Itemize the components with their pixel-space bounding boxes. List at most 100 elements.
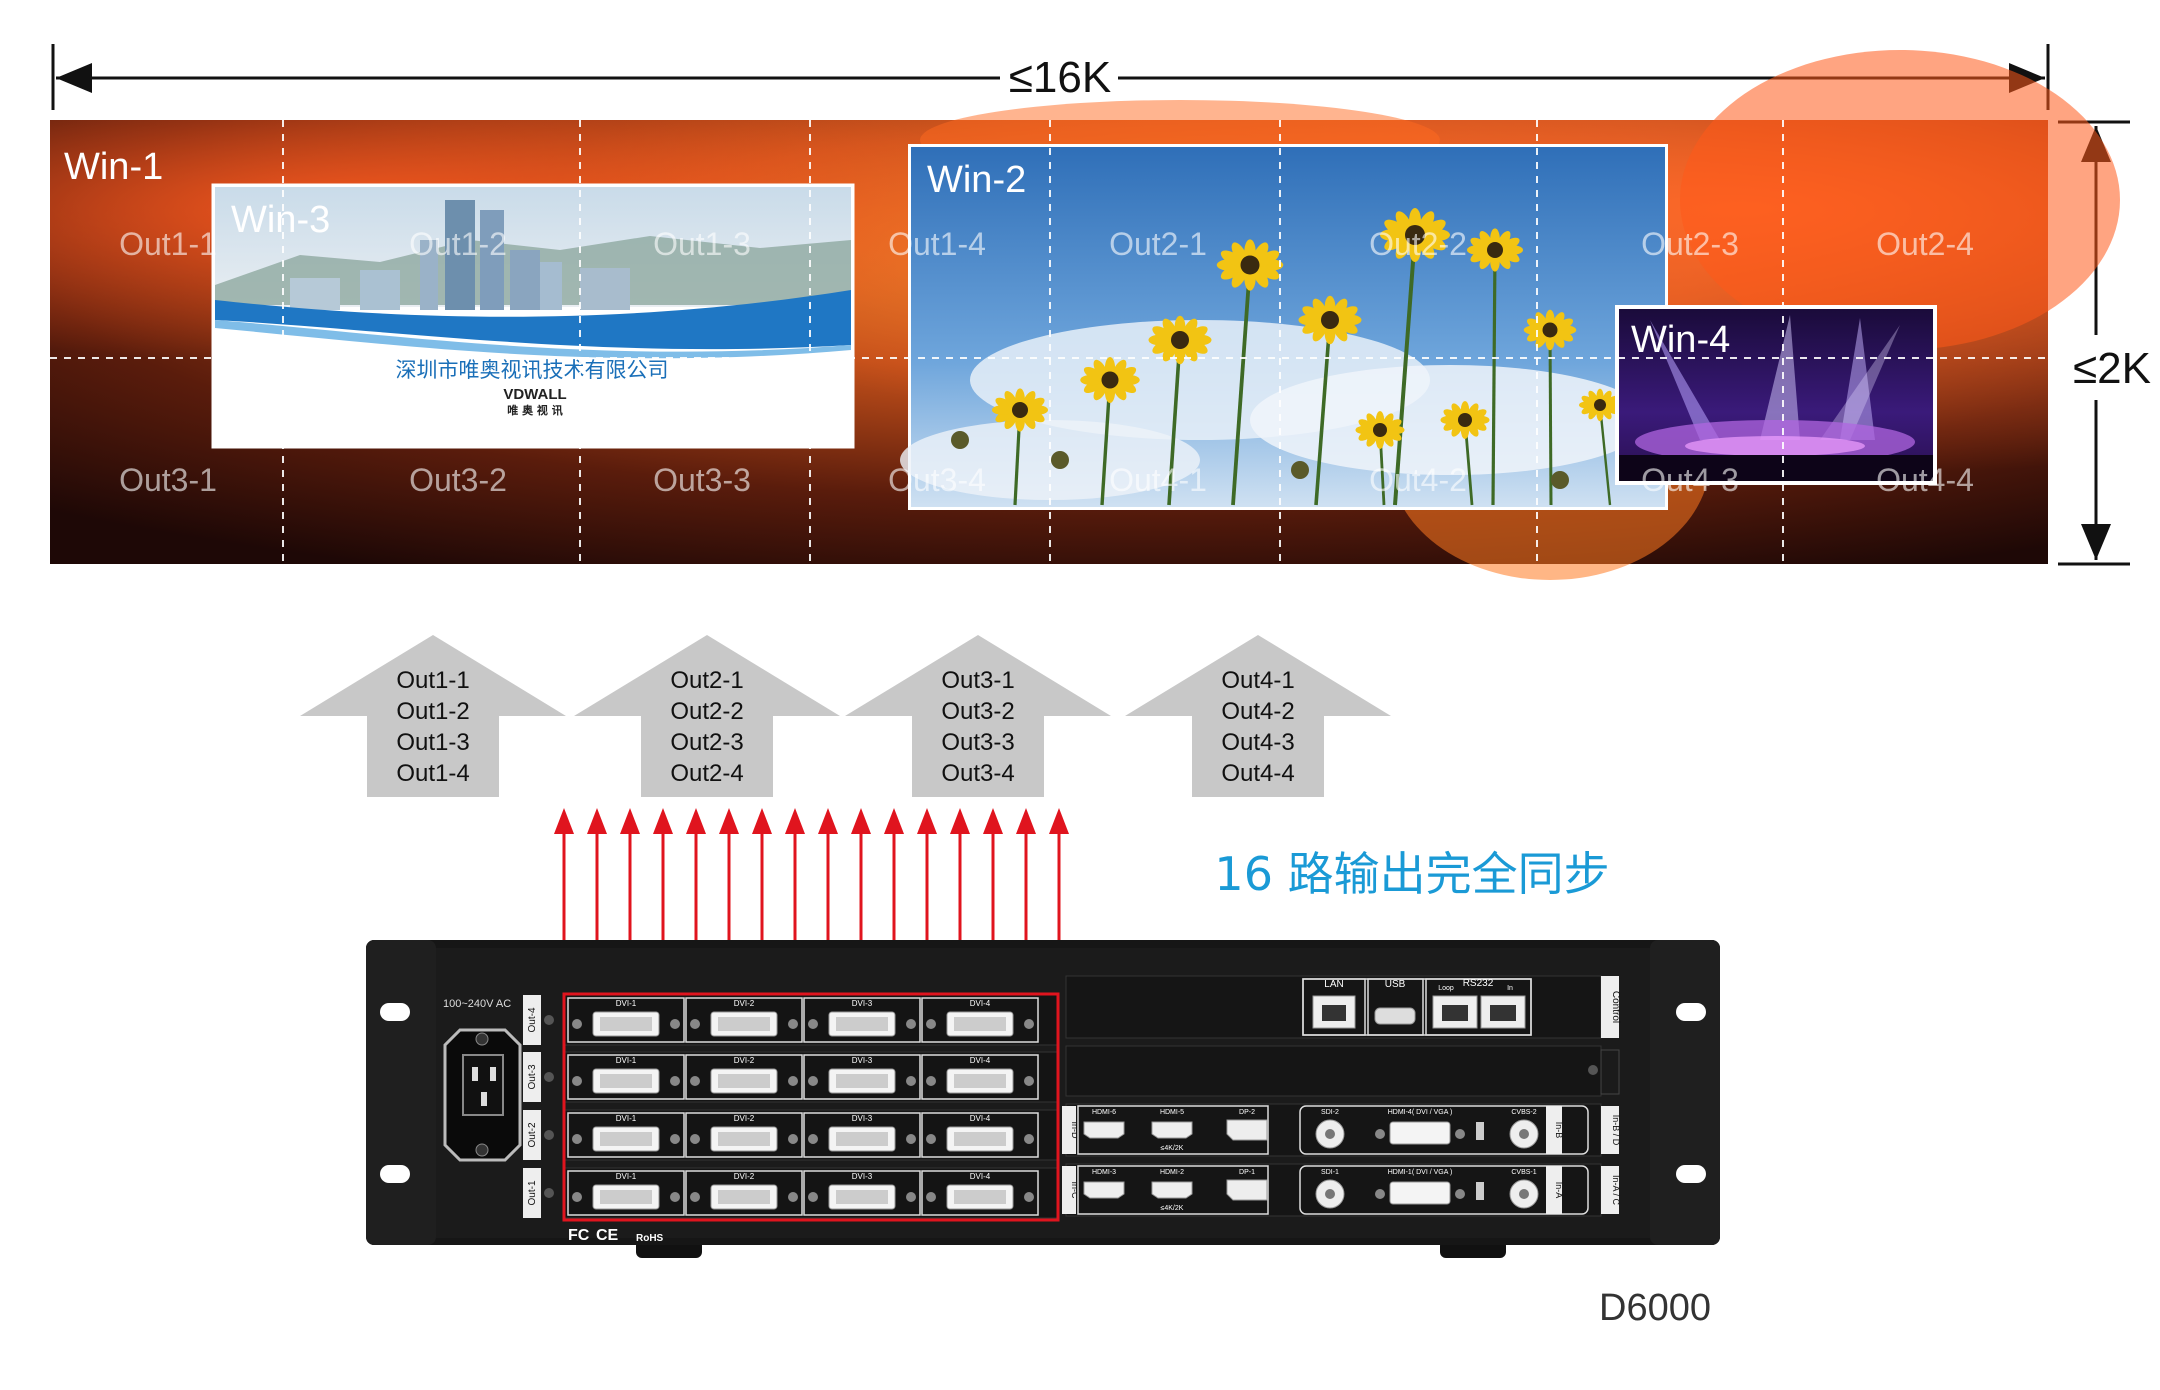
input-resolution-label: ≤4K/2K: [1161, 1205, 1184, 1212]
input-card-tab: [1546, 1106, 1562, 1154]
dvi-port-pins: [954, 1017, 1006, 1031]
sync-arrow-head: [851, 808, 871, 834]
dvi-port-frame: [803, 997, 921, 1043]
dvi-port-pins: [718, 1190, 770, 1204]
flower-stem: [1393, 234, 1417, 506]
flower-petal: [1443, 409, 1460, 421]
out-card-screw: [544, 1015, 554, 1025]
out-card-screw: [544, 1188, 554, 1198]
dvi-port-frame: [685, 1170, 803, 1216]
dvi-screw: [1024, 1019, 1034, 1029]
hdmi-dvi-vga-port: [1389, 1181, 1451, 1205]
sync-arrow-head: [884, 808, 904, 834]
win2-label: Win-2: [927, 159, 1026, 201]
input-card-outer-tab: [1601, 1106, 1619, 1154]
sync-arrow-head: [917, 808, 937, 834]
output-group-label: Out3-4: [941, 760, 1014, 787]
input-port-label: HDMI-2: [1160, 1169, 1184, 1176]
sync-arrow-head: [620, 808, 640, 834]
grid-label: Out4-1: [1109, 462, 1207, 498]
dvi-port-frame: [685, 997, 803, 1043]
flower-petal: [1025, 408, 1045, 423]
dvi-port-frame: [803, 1054, 921, 1100]
usb-port[interactable]: [1374, 1007, 1416, 1025]
dvi-screw: [670, 1134, 680, 1144]
flower-petal: [1186, 338, 1208, 354]
dvi-screw: [690, 1019, 700, 1029]
grid-label: Out3-1: [119, 462, 217, 498]
dvi-screw: [906, 1076, 916, 1086]
input-card-tab: [1062, 1106, 1076, 1154]
flower-petal: [1152, 326, 1174, 342]
flower-petal: [1526, 318, 1545, 331]
flower-stem: [1231, 264, 1252, 506]
flower-petal: [1186, 326, 1208, 342]
flower-stem: [1314, 319, 1332, 506]
dvi-screw: [1455, 1189, 1465, 1199]
win2-window: [900, 144, 1668, 510]
flower-petal: [1422, 233, 1446, 251]
win3-label: Win-3: [231, 199, 330, 241]
win2-flowers: [951, 208, 1649, 506]
dvi-port-pins: [600, 1017, 652, 1031]
dvi-screw: [788, 1134, 798, 1144]
dvi-port-frame: [921, 997, 1039, 1043]
output-group-label: Out2-4: [670, 760, 743, 787]
flower-petal: [1257, 250, 1280, 267]
output-group-label: Out3-1: [941, 667, 1014, 694]
win1-label: Win-1: [64, 146, 163, 188]
output-group-label: Out4-4: [1221, 760, 1294, 787]
sdi-port-pin: [1325, 1129, 1335, 1139]
flower-center: [1171, 331, 1189, 349]
input-port-label: HDMI-4( DVI / VGA ): [1388, 1109, 1453, 1116]
dvi-port-label: DVI-4: [970, 1056, 991, 1065]
dvi-screw: [1024, 1192, 1034, 1202]
flower-petal: [1470, 419, 1487, 431]
usb-label: USB: [1385, 979, 1406, 990]
sync-arrow-head: [1049, 808, 1069, 834]
grid-label: Out2-2: [1369, 226, 1467, 262]
flower-petal: [1555, 329, 1574, 342]
flower-petal: [1385, 429, 1402, 441]
dvi-screw: [808, 1019, 818, 1029]
mixed-group-frame: [1299, 1105, 1589, 1155]
dvi-port-frame: [803, 1112, 921, 1158]
grid-label: Out1-1: [119, 226, 217, 262]
output-group-label: Out4-2: [1221, 698, 1294, 725]
input-card-side-label: In-D: [1070, 1121, 1080, 1139]
flower-petal: [1422, 219, 1446, 237]
flower-petal: [1336, 306, 1358, 322]
dvi-screw: [926, 1019, 936, 1029]
dvi-screw: [670, 1076, 680, 1086]
sync-output-arrows: [554, 808, 1069, 994]
input-port-label: HDMI-3: [1092, 1169, 1116, 1176]
output-group-label: Out1-3: [396, 729, 469, 756]
output-group-label: Out4-1: [1221, 667, 1294, 694]
sync-arrow-head: [1016, 808, 1036, 834]
power-rating: 100~240V AC: [443, 998, 511, 1010]
dvi-port-label: DVI-4: [970, 999, 991, 1008]
grid-label: Out1-4: [888, 226, 986, 262]
input-port-label: CVBS-1: [1511, 1169, 1536, 1176]
sync-arrow-head: [818, 808, 838, 834]
dvi-screw: [572, 1192, 582, 1202]
dvi-port-label: DVI-2: [734, 1114, 755, 1123]
flower-center: [1458, 413, 1472, 427]
dvi-screw: [926, 1192, 936, 1202]
cvbs-port-pin: [1519, 1129, 1529, 1139]
win4-window: [1615, 305, 1937, 485]
grid-label: Out1-3: [653, 226, 751, 262]
sync-arrow-head: [950, 808, 970, 834]
dvi-port-frame: [567, 1112, 685, 1158]
grid-label: Out3-3: [653, 462, 751, 498]
mode-switch: [1476, 1122, 1484, 1140]
dvi-port-label: DVI-3: [852, 999, 873, 1008]
dvi-port-pins: [836, 1190, 888, 1204]
rs232-label: RS232: [1463, 978, 1494, 989]
dvi-port-pins: [836, 1017, 888, 1031]
dvi-screw: [808, 1134, 818, 1144]
output-group-label: Out4-3: [1221, 729, 1294, 756]
flower-petal: [1025, 397, 1045, 412]
win3-brand: VDWALL: [503, 386, 566, 403]
